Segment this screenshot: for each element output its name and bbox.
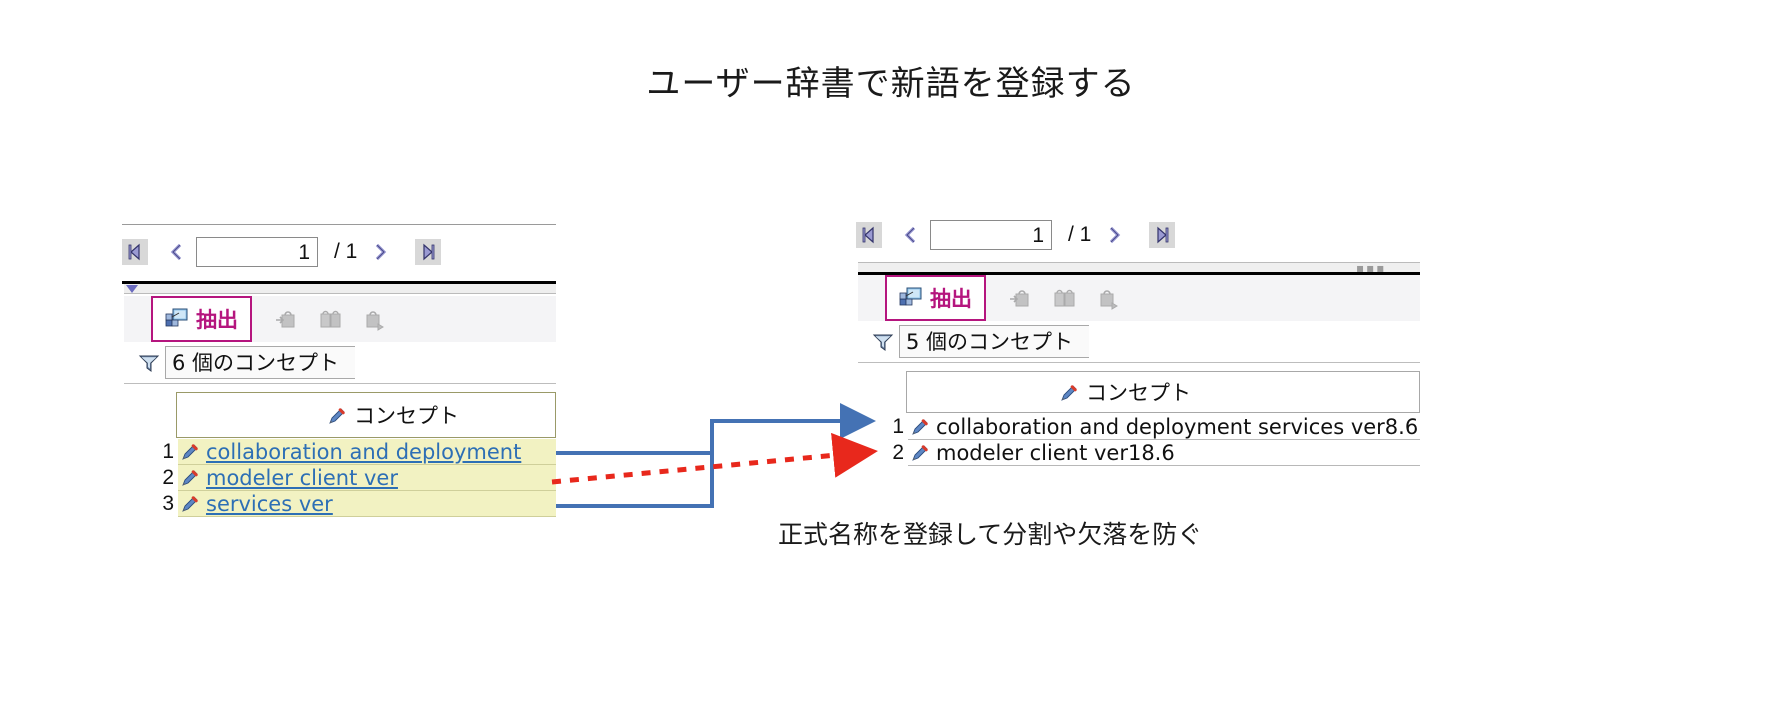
first-page-button[interactable] [122,239,148,265]
last-page-button[interactable] [415,239,442,265]
bag-add-icon[interactable] [1008,285,1034,311]
row-number: 2 [162,466,174,489]
before-pager: 1 / 1 [122,235,442,269]
tab-extract-label: 抽出 [196,308,238,332]
first-page-icon [128,243,140,261]
first-page-icon [862,226,874,244]
row-label: collaboration and deployment [206,439,522,464]
row-label: collaboration and deployment services ve… [936,414,1419,439]
connector-merge-row1 [556,403,876,455]
pencil-icon [181,443,199,461]
page-total-label: / 1 [334,240,358,263]
pencil-icon [181,495,199,513]
after-column-header[interactable]: コンセプト [906,371,1420,413]
funnel-icon[interactable] [138,352,160,374]
before-tool-icons [274,306,388,332]
next-page-button[interactable] [1101,222,1127,248]
extract-icon [899,287,923,309]
row-number: 2 [892,441,904,464]
bag-pair-icon[interactable] [1052,285,1078,311]
pencil-icon [181,469,199,487]
bag-pair-icon[interactable] [318,306,344,332]
before-filter-bar: 6 個のコンセプト [124,342,556,384]
page-number-input[interactable]: 1 [930,220,1052,250]
after-filter-bar: 5 個のコンセプト [858,321,1420,363]
last-page-button[interactable] [1149,222,1176,248]
pencil-icon [328,406,346,424]
table-row[interactable]: 2 modeler client ver18.6 [882,440,1420,466]
connector-merge-row3 [556,453,714,508]
pencil-icon [911,418,929,436]
pencil-icon [911,444,929,462]
table-row[interactable]: 1 collaboration and deployment [152,439,556,465]
page-number-input[interactable]: 1 [196,237,318,267]
concept-count-field[interactable]: 5 個のコンセプト [899,325,1089,358]
after-table: 1 collaboration and deployment services … [882,414,1420,466]
prev-page-icon [170,243,182,261]
next-page-button[interactable] [367,239,393,265]
after-panel-divider [858,272,1420,275]
before-table: 1 collaboration and deployment 2 [152,439,556,517]
row-label: modeler client ver18.6 [936,440,1175,465]
next-page-icon [1110,226,1121,244]
row-number: 3 [162,492,174,515]
tab-extract[interactable]: 抽出 [151,296,252,342]
after-pager: 1 / 1 [856,218,1176,252]
funnel-icon[interactable] [872,331,894,353]
last-page-icon [1157,226,1169,244]
collapse-caret-icon[interactable] [125,282,139,300]
prev-page-button[interactable] [898,222,924,248]
tab-extract[interactable]: 抽出 [885,275,986,321]
before-panel-top-rule [122,224,556,225]
caption-text: 正式名称を登録して分割や欠落を防ぐ [778,520,1203,549]
row-label: services ver [206,491,333,516]
connector-rename-row2 [551,432,878,485]
page-total-label: / 1 [1068,223,1092,246]
bag-save-icon[interactable] [362,306,388,332]
after-column-header-label: コンセプト [1086,381,1191,405]
row-label: modeler client ver [206,465,398,490]
page-title: ユーザー辞書で新語を登録する [646,64,1136,104]
prev-page-button[interactable] [164,239,190,265]
before-column-header-label: コンセプト [354,404,459,428]
next-page-icon [376,243,387,261]
before-panel-divider [122,281,556,284]
after-toolbar: 抽出 [858,275,1420,321]
pencil-icon [1060,383,1078,401]
before-toolbar: 抽出 [124,296,556,342]
bag-save-icon[interactable] [1096,285,1122,311]
tab-extract-label: 抽出 [930,287,972,311]
last-page-icon [423,243,435,261]
before-column-header[interactable]: コンセプト [176,392,556,438]
table-row[interactable]: 2 modeler client ver [152,465,556,491]
after-toolbar-grip[interactable]: ▪▪▪ [1356,261,1387,275]
before-panel-splitter[interactable] [124,284,556,294]
after-tool-icons [1008,285,1122,311]
table-row[interactable]: 3 services ver [152,491,556,517]
concept-count-field[interactable]: 6 個のコンセプト [165,346,355,379]
extract-icon [165,308,189,330]
row-number: 1 [892,415,904,438]
first-page-button[interactable] [856,222,882,248]
table-row[interactable]: 1 collaboration and deployment services … [882,414,1420,440]
prev-page-icon [904,226,916,244]
bag-add-icon[interactable] [274,306,300,332]
row-number: 1 [162,440,174,463]
